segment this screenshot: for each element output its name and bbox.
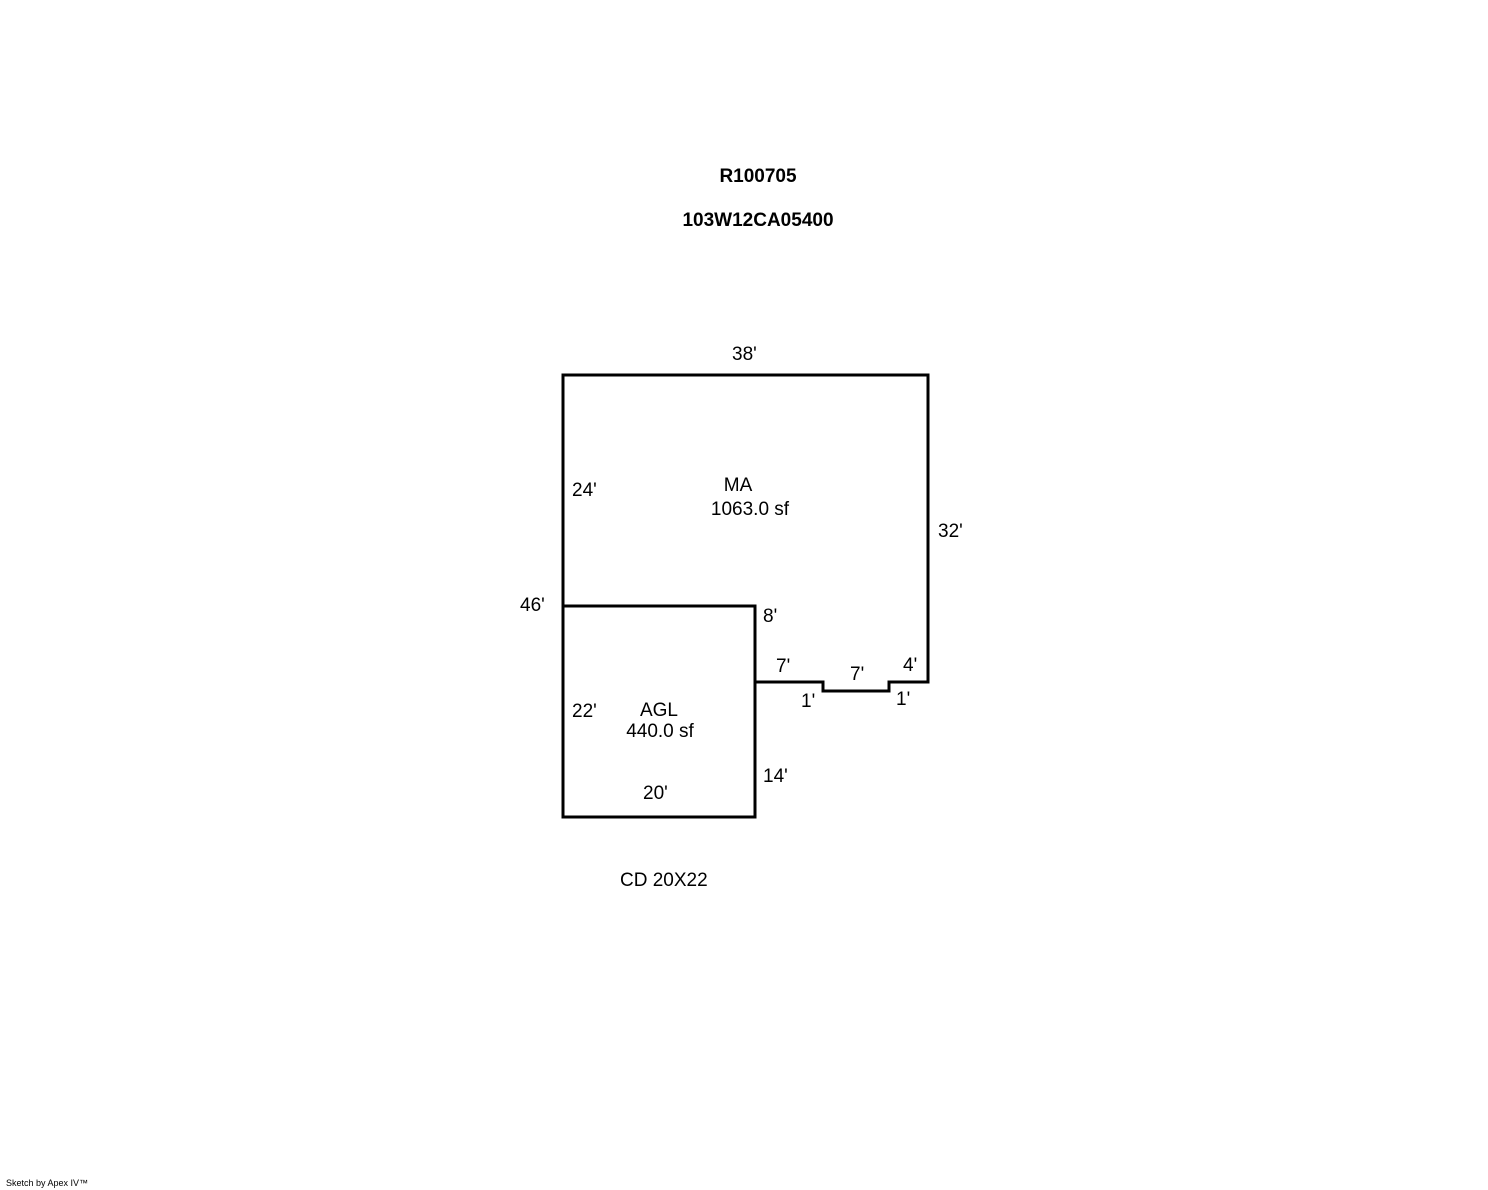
- dim-garage-top-right: 8': [763, 606, 778, 627]
- dim-step-right-drop: 1': [896, 689, 911, 710]
- dim-step-right-run: 4': [903, 655, 918, 676]
- dim-step-left-drop: 1': [801, 691, 816, 712]
- dim-step-left-run: 7': [776, 656, 791, 677]
- garage-area-code: AGL: [639, 700, 679, 721]
- garage-area-size: 440.0 sf: [626, 721, 694, 742]
- main-area-outline: [561, 373, 930, 693]
- software-credit: Sketch by Apex IV™: [6, 1178, 89, 1188]
- dim-right: 32': [938, 521, 963, 542]
- sketch-note: CD 20X22: [620, 870, 708, 891]
- dim-top: 38': [732, 344, 757, 365]
- dim-step-mid-run: 7': [850, 664, 865, 685]
- garage-outline: [561, 604, 757, 819]
- main-area-code: MA: [723, 475, 753, 496]
- dim-garage-bottom: 20': [643, 783, 668, 804]
- parcel-id: R100705: [719, 166, 797, 187]
- dim-garage-right: 14': [763, 766, 788, 787]
- dim-garage-left: 22': [572, 701, 597, 722]
- dim-left-overall: 46': [520, 595, 545, 616]
- map-number: 103W12CA05400: [682, 210, 834, 231]
- main-area-size: 1063.0 sf: [710, 499, 790, 520]
- dim-left-upper: 24': [572, 480, 597, 501]
